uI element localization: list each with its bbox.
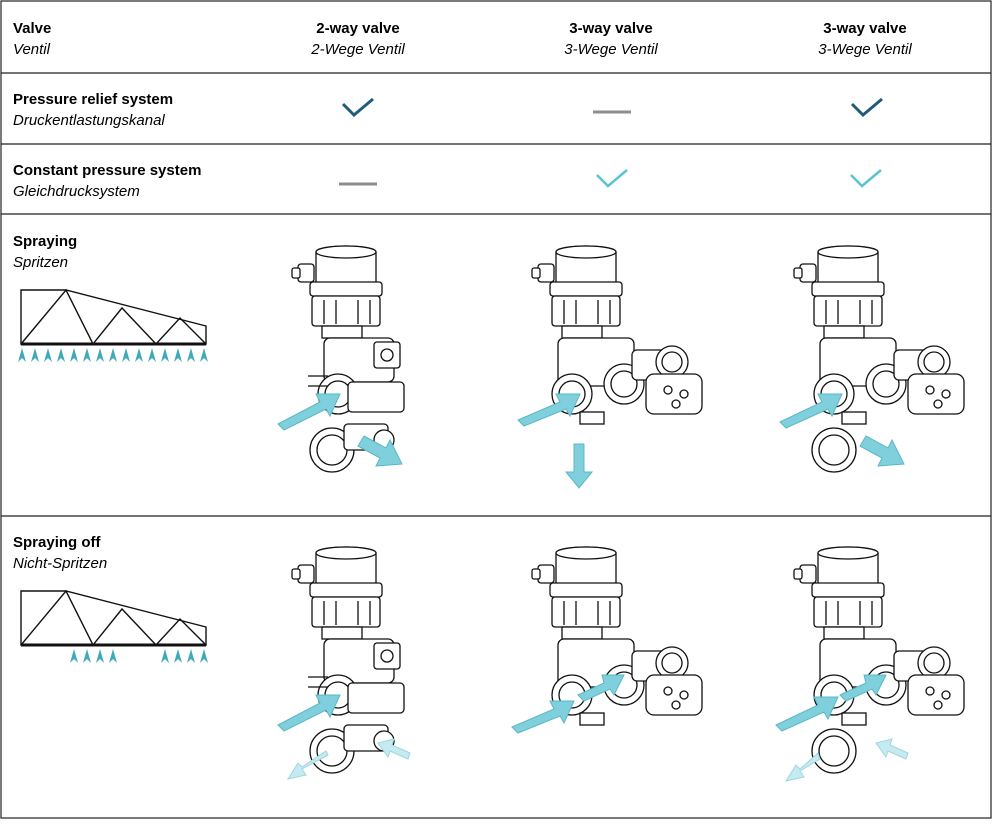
sprayer-boom-diagram-spraying xyxy=(18,288,208,362)
check-icon xyxy=(596,169,628,188)
column-header-de: 2-Wege Ventil xyxy=(311,41,405,58)
header-label-en: Valve xyxy=(13,20,52,37)
column-header-3way-a: 3-way valve 3-Wege Ventil xyxy=(501,19,721,61)
dash-icon xyxy=(593,110,631,114)
row-pressure-relief-label: Pressure relief system Druckentlastungsk… xyxy=(13,90,173,132)
column-header-2way: 2-way valve 2-Wege Ventil xyxy=(248,19,468,61)
valve-2way-spraying-off xyxy=(277,546,411,780)
row-spraying-label: Spraying Spritzen xyxy=(13,232,77,274)
sprayer-boom-diagram-spraying-off xyxy=(20,589,208,663)
nozzle-icons xyxy=(18,348,208,362)
row-label-en: Pressure relief system xyxy=(13,91,174,108)
column-header-de: 3-Wege Ventil xyxy=(818,41,912,58)
row-spraying-off-label: Spraying off Nicht-Spritzen xyxy=(13,533,107,575)
nozzle-icons xyxy=(70,649,208,663)
column-header-de: 3-Wege Ventil xyxy=(564,41,658,58)
row-label-de: Druckentlastungskanal xyxy=(13,112,165,129)
column-header-3way-b: 3-way valve 3-Wege Ventil xyxy=(755,19,975,61)
dash-icon xyxy=(339,182,377,186)
column-header-en: 2-way valve xyxy=(316,20,400,37)
valve-3way-a-spraying xyxy=(517,245,703,489)
check-icon xyxy=(850,169,882,188)
valve-3way-a-spraying-off xyxy=(511,546,703,734)
row-constant-pressure-label: Constant pressure system Gleichdrucksyst… xyxy=(13,161,201,203)
column-header-en: 3-way valve xyxy=(569,20,653,37)
row-label-en: Constant pressure system xyxy=(13,162,202,179)
header-row-label: Valve Ventil xyxy=(13,19,51,61)
column-header-en: 3-way valve xyxy=(823,20,907,37)
valve-2way-spraying xyxy=(277,245,405,473)
row-label-de: Nicht-Spritzen xyxy=(13,555,108,572)
check-icon xyxy=(341,97,374,118)
check-icon xyxy=(850,97,883,118)
row-label-en: Spraying off xyxy=(13,534,101,551)
valve-3way-b-spraying xyxy=(779,245,965,473)
row-label-en: Spraying xyxy=(13,233,78,250)
row-label-de: Spritzen xyxy=(13,254,69,271)
header-label-de: Ventil xyxy=(13,41,50,58)
valve-3way-b-spraying-off xyxy=(775,546,965,782)
row-label-de: Gleichdrucksystem xyxy=(13,183,140,200)
